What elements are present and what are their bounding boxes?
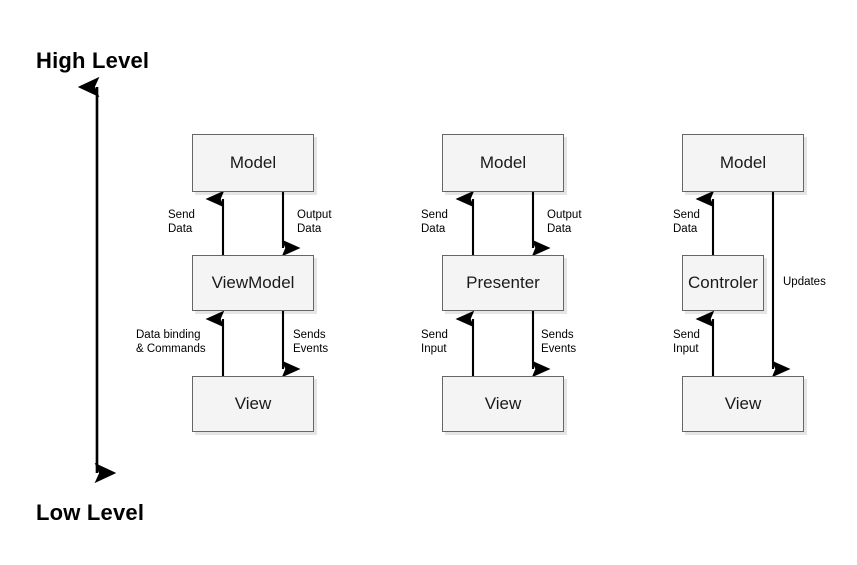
high-level-label: High Level [36,48,150,73]
low-level-label: Low Level [36,500,145,525]
node-mvp-presenter[interactable]: Presenter [442,255,564,311]
edge-label-mvc-updates: Updates [783,276,826,288]
edge-label-mvvm-sends-events: Sends Events [293,329,329,355]
edge-label-mvp-send-data: Send Data [421,209,448,235]
edge-label-mvvm-send-data: Send Data [168,209,195,235]
edge-label-mvp-output-data: Output Data [547,209,582,235]
node-mvc-controller[interactable]: Controler [682,255,764,311]
node-mvp-model[interactable]: Model [442,134,564,192]
edge-label-mvc-send-data: Send Data [673,209,700,235]
edge-label-mvc-send-input: Send Input [673,329,700,355]
level-axis-double-arrow [77,76,117,484]
edge-label-mvvm-data-binding-commands: Data binding & Commands [136,329,206,355]
node-mvvm-view[interactable]: View [192,376,314,432]
edge-label-mvp-send-input: Send Input [421,329,448,355]
node-mvvm-model[interactable]: Model [192,134,314,192]
node-mvc-view[interactable]: View [682,376,804,432]
node-mvc-model[interactable]: Model [682,134,804,192]
edge-label-mvvm-output-data: Output Data [297,209,332,235]
node-mvvm-viewmodel[interactable]: ViewModel [192,255,314,311]
node-mvp-view[interactable]: View [442,376,564,432]
edge-label-mvp-sends-events: Sends Events [541,329,577,355]
